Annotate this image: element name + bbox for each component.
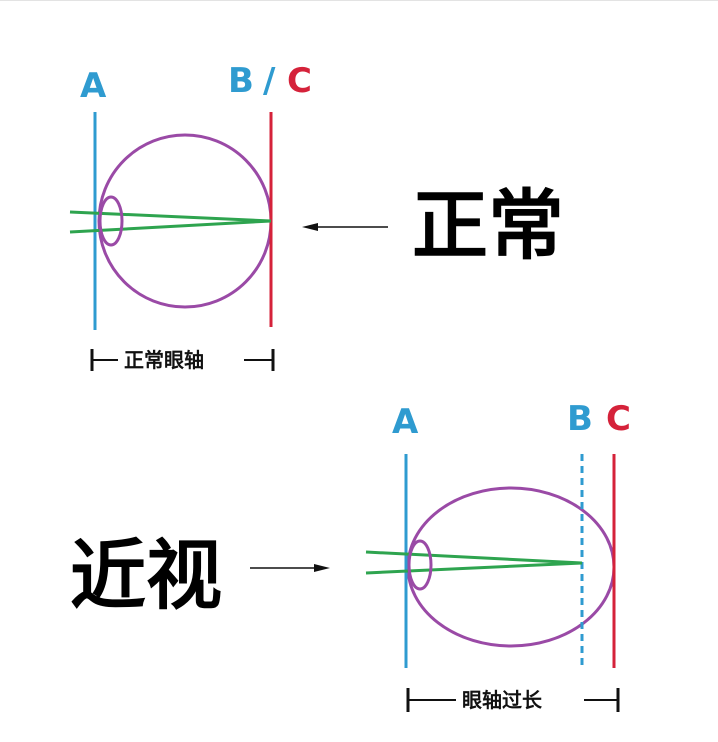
myopia-plane-a-label: A [392, 402, 419, 442]
myopia-light-ray-upper [365, 550, 583, 565]
normal-plane-c-label: C [287, 61, 312, 101]
myopia-plane-b-label: B [567, 399, 593, 439]
myopia-eye-group: A B C 近视 眼轴过长 [70, 399, 631, 712]
normal-axis-label: 正常眼轴 [124, 348, 204, 372]
normal-lens [98, 195, 124, 247]
normal-plane-b-label: B [228, 61, 254, 101]
top-divider [0, 0, 718, 1]
normal-arrow-head [302, 223, 318, 231]
normal-light-ray-lower [69, 219, 272, 234]
myopia-axis-label: 眼轴过长 [462, 688, 543, 712]
normal-light-ray-upper [69, 210, 272, 223]
normal-eye-label: 正常 [412, 181, 564, 270]
myopia-eye-label: 近视 [70, 531, 222, 620]
myopia-arrow-head [314, 564, 330, 572]
normal-eye-group: A B / C 正常 正常眼轴 [69, 61, 564, 372]
myopia-lens [407, 539, 433, 591]
myopia-plane-c-label: C [606, 399, 631, 439]
myopia-light-ray-lower [365, 561, 583, 575]
normal-plane-separator: / [263, 61, 276, 101]
normal-plane-a-label: A [80, 66, 107, 106]
